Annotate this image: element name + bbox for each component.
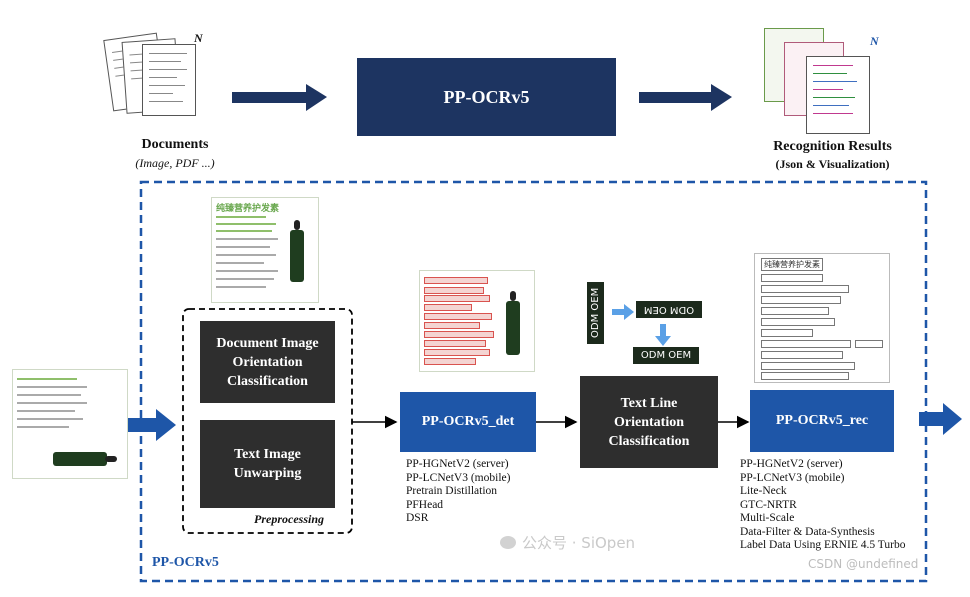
results-title: Recognition Results <box>773 139 892 154</box>
input-image-thumbnail <box>12 369 128 479</box>
documents-icon <box>103 30 208 130</box>
odm-arrow-down <box>655 324 671 346</box>
text-line-orientation-box: Text Line Orientation Classification <box>580 376 718 468</box>
rec-features-list: PP-HGNetV2 (server) PP-LCNetV3 (mobile) … <box>740 458 905 553</box>
csdn-watermark: CSDN @undefined <box>808 557 919 571</box>
odm-text-rotated: ODM OEM <box>587 282 604 344</box>
wechat-icon <box>500 536 516 549</box>
documents-count-label: N <box>194 31 203 45</box>
wechat-watermark-text: 公众号 · SiOpen <box>522 534 636 552</box>
rec-feature: Label Data Using ERNIE 4.5 Turbo <box>740 539 906 551</box>
pipeline-frame-label: PP-OCRv5 <box>152 555 219 570</box>
pp-ocrv5-det-box: PP-OCRv5_det <box>400 392 536 452</box>
rec-feature: Multi-Scale <box>740 512 795 524</box>
rec-feature: PP-HGNetV2 (server) <box>740 458 843 470</box>
rec-feature: GTC-NRTR <box>740 498 797 511</box>
rec-result-thumbnail: 纯臻营养护发素 <box>754 253 890 383</box>
document-image-thumbnail: 纯臻营养护发素 <box>211 197 319 303</box>
arrow-main-to-results <box>639 84 732 111</box>
rec-feature: Lite-Neck <box>740 485 787 497</box>
wechat-watermark: 公众号 · SiOpen <box>500 532 635 553</box>
documents-title: Documents <box>141 137 209 152</box>
preprocessing-border <box>182 308 353 534</box>
rec-feature: PP-LCNetV3 (mobile) <box>740 471 845 484</box>
results-icon <box>764 28 889 134</box>
det-features-list: PP-HGNetV2 (server) PP-LCNetV3 (mobile) … <box>406 458 510 526</box>
documents-subtitle: (Image, PDF ...) <box>135 156 215 170</box>
results-count-label: N <box>870 34 879 48</box>
pp-ocrv5-main-box: PP-OCRv5 <box>357 58 616 136</box>
det-feature: DSR <box>406 512 429 524</box>
det-feature: PP-HGNetV2 (server) <box>406 458 509 470</box>
odm-arrow-right <box>612 304 634 320</box>
odm-text-correct: ODM OEM <box>633 347 699 364</box>
text-image-unwarping-box: Text Image Unwarping <box>200 420 335 508</box>
arrow-rec-to-output <box>919 403 962 435</box>
odm-text-flipped: ODM OEM <box>636 301 702 318</box>
document-orientation-box: Document Image Orientation Classificatio… <box>200 321 335 403</box>
det-feature: PP-LCNetV3 (mobile) <box>406 471 511 484</box>
rec-feature: Data-Filter & Data-Synthesis <box>740 525 875 538</box>
arrow-documents-to-main <box>232 84 327 111</box>
det-feature: PFHead <box>406 498 444 511</box>
rec-thumbnail-title: 纯臻营养护发素 <box>761 258 823 271</box>
preprocessing-label: Preprocessing <box>254 512 324 526</box>
arrow-input-to-preprocessing <box>126 409 176 441</box>
results-subtitle: (Json & Visualization) <box>775 157 890 171</box>
det-image-thumbnail <box>419 270 535 372</box>
pp-ocrv5-rec-box: PP-OCRv5_rec <box>750 390 894 452</box>
thumbnail-title: 纯臻营养护发素 <box>216 204 280 214</box>
pipeline-frame <box>139 180 928 583</box>
det-feature: Pretrain Distillation <box>406 485 498 497</box>
